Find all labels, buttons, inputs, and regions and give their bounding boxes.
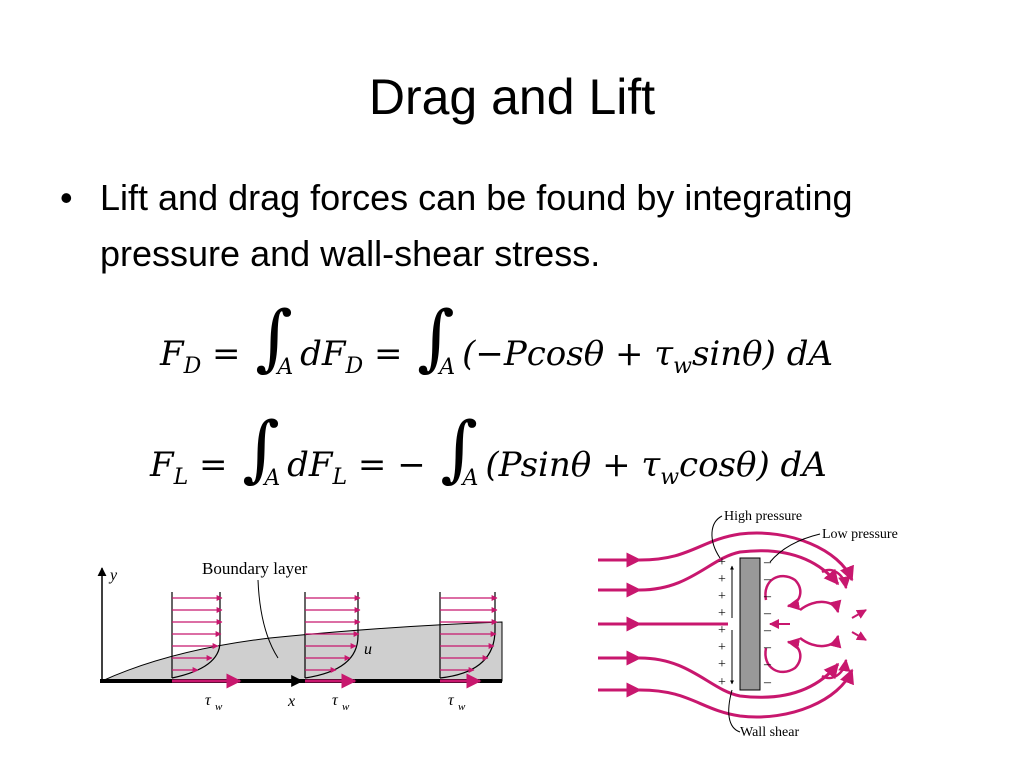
wake-arrows <box>769 609 867 641</box>
vortex-lower <box>764 634 851 680</box>
lift-equation: FL = ∫A dFL = − ∫A (Psinθ + τwcosθ) dA <box>150 406 827 491</box>
integral-sign-icon: ∫ <box>417 295 455 379</box>
lift-lhs-sub: L <box>173 465 189 490</box>
y-axis-label: y <box>108 567 118 584</box>
lift-lhs: F <box>150 445 174 485</box>
wall-shear-label: Wall shear <box>740 725 799 740</box>
svg-text:–: – <box>763 657 772 672</box>
lift-mid: dF <box>287 445 333 485</box>
svg-text:+: + <box>718 589 726 604</box>
svg-text:–: – <box>763 589 772 604</box>
plate-flow-figure: + + + + + + + + – – – – – – – – High pre… <box>598 509 898 740</box>
high-pressure-signs: + + + + + + + + <box>718 555 726 690</box>
lift-eq2: = − <box>357 445 426 485</box>
boundary-layer-label: Boundary layer <box>202 559 308 578</box>
low-pressure-signs: – – – – – – – – <box>763 555 772 690</box>
drag-equation: FD = ∫A dFD = ∫A (−Pcosθ + τwsinθ) dA <box>160 295 834 380</box>
integral-sign-icon: ∫ <box>242 406 280 490</box>
drag-rhs-sub: w <box>673 354 692 379</box>
boundary-layer-figure: y B <box>97 559 503 713</box>
svg-text:+: + <box>718 657 726 672</box>
lift-int1-sub: A <box>264 466 281 491</box>
drag-int2-sub: A <box>439 355 456 380</box>
drag-lhs: F <box>160 334 184 374</box>
svg-text:+: + <box>718 555 726 570</box>
tau-label-1: τ w <box>205 692 223 713</box>
boundary-layer-leader <box>257 579 279 659</box>
svg-text:–: – <box>763 640 772 655</box>
svg-text:τ: τ <box>448 692 455 709</box>
slide-title: Drag and Lift <box>368 69 656 125</box>
velocity-profile <box>304 592 361 679</box>
velocity-profile <box>439 592 498 679</box>
lift-rhs-b: cosθ) dA <box>679 445 827 485</box>
drag-int1-sub: A <box>277 355 294 380</box>
drag-integral-1: ∫A <box>251 295 293 380</box>
bullet-text: Lift and drag forces can be found by int… <box>100 177 853 274</box>
svg-text:–: – <box>763 555 772 570</box>
drag-lhs-sub: D <box>183 354 202 379</box>
svg-text:w: w <box>215 701 223 713</box>
lift-eq1: = <box>199 445 228 485</box>
streamlines <box>598 531 854 719</box>
velocity-label: u <box>364 641 372 658</box>
integral-sign-icon: ∫ <box>255 295 293 379</box>
svg-text:τ: τ <box>205 692 212 709</box>
lift-rhs-sub: w <box>660 465 680 490</box>
boundary-layer-region <box>101 621 503 682</box>
lift-mid-sub: L <box>332 465 348 490</box>
drag-integral-2: ∫A <box>413 295 455 380</box>
tau-label-2: τ w <box>332 692 350 713</box>
lift-rhs-a: (Psinθ + τ <box>485 445 661 485</box>
drag-rhs-b: sinθ) dA <box>691 334 834 374</box>
low-pressure-label: Low pressure <box>822 527 898 542</box>
bullet-dot: • <box>60 177 73 218</box>
drag-rhs-a: (−Pcosθ + τ <box>462 334 674 374</box>
drag-mid: dF <box>300 334 346 374</box>
svg-text:+: + <box>718 606 726 621</box>
drag-eq2: = <box>373 334 403 374</box>
high-pressure-label: High pressure <box>724 509 802 524</box>
svg-text:w: w <box>458 701 466 713</box>
svg-text:–: – <box>763 623 772 638</box>
vortex-upper <box>764 568 851 614</box>
svg-text:w: w <box>342 701 350 713</box>
lift-int2-sub: A <box>462 466 479 491</box>
flat-plate <box>739 557 761 691</box>
high-pressure-leader <box>711 515 723 559</box>
svg-text:τ: τ <box>332 692 339 709</box>
integral-sign-icon: ∫ <box>440 406 479 490</box>
low-pressure-leader <box>769 533 821 563</box>
wall-shear-leader <box>728 689 741 733</box>
lift-integral-1: ∫A <box>238 406 280 491</box>
velocity-profile <box>171 592 223 679</box>
lift-integral-2: ∫A <box>437 406 479 491</box>
svg-text:–: – <box>763 572 772 587</box>
x-axis-label: x <box>287 693 295 710</box>
drag-mid-sub: D <box>345 354 364 379</box>
svg-text:+: + <box>718 572 726 587</box>
svg-text:–: – <box>763 606 772 621</box>
tau-label-3: τ w <box>448 692 466 713</box>
svg-text:+: + <box>718 675 726 690</box>
svg-text:–: – <box>763 675 772 690</box>
svg-text:+: + <box>718 640 726 655</box>
drag-eq1: = <box>212 334 241 374</box>
svg-text:+: + <box>718 623 726 638</box>
